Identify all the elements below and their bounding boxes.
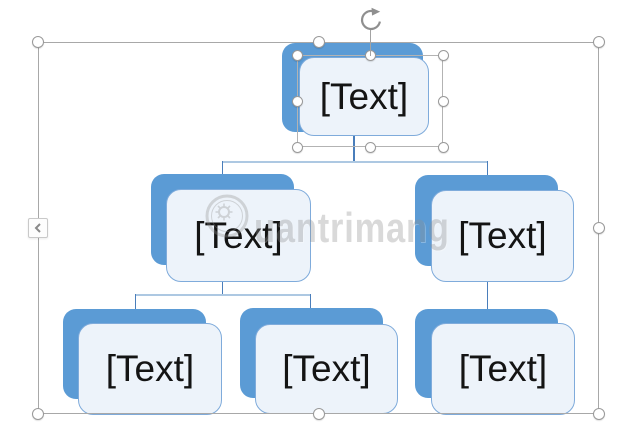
- shape-handle-top-right[interactable]: [437, 49, 449, 61]
- resize-handle-middle-right[interactable]: [593, 222, 605, 234]
- shape-handle-bottom-left[interactable]: [291, 141, 303, 153]
- connector-line: [221, 282, 223, 294]
- connector-line: [309, 294, 311, 309]
- resize-handle-top-middle[interactable]: [312, 36, 325, 48]
- connector-line: [135, 293, 310, 296]
- connector-line: [222, 160, 487, 163]
- shape-handle-bottom-right[interactable]: [437, 141, 449, 153]
- resize-handle-top-right[interactable]: [593, 36, 605, 48]
- connector-line: [221, 161, 223, 175]
- connector-line: [486, 161, 488, 176]
- resize-handle-bottom-middle[interactable]: [312, 408, 325, 420]
- resize-handle-bottom-right[interactable]: [593, 408, 605, 420]
- org-node-l3-left[interactable]: [Text]: [78, 323, 222, 415]
- resize-handle-bottom-left[interactable]: [32, 408, 44, 420]
- rotate-clockwise-icon[interactable]: [356, 7, 386, 33]
- shape-handle-middle-right[interactable]: [437, 95, 449, 107]
- connector-line: [486, 282, 488, 309]
- org-node-l3-middle[interactable]: [Text]: [255, 324, 398, 414]
- org-node-l2-left[interactable]: [Text]: [166, 189, 311, 282]
- shape-handle-middle-left[interactable]: [291, 95, 303, 107]
- shape-handle-bottom-middle[interactable]: [364, 141, 376, 153]
- text-pane-toggle-button[interactable]: [28, 218, 48, 238]
- org-node-l3-right[interactable]: [Text]: [431, 323, 575, 415]
- connector-line: [353, 136, 355, 162]
- resize-handle-top-left[interactable]: [32, 36, 44, 48]
- org-node-l2-right[interactable]: [Text]: [431, 190, 574, 282]
- node-label: [Text]: [458, 348, 548, 389]
- node-label: [Text]: [282, 348, 371, 389]
- node-label: [Text]: [458, 215, 547, 256]
- shape-handle-top-left[interactable]: [291, 49, 303, 61]
- chevron-left-icon: [34, 223, 41, 233]
- node-label: [Text]: [194, 214, 283, 256]
- node-label: [Text]: [319, 75, 409, 117]
- shape-selection-border: [297, 55, 443, 147]
- connector-line: [134, 294, 136, 309]
- node-label: [Text]: [105, 348, 195, 389]
- rotation-handle-stem: [369, 30, 371, 56]
